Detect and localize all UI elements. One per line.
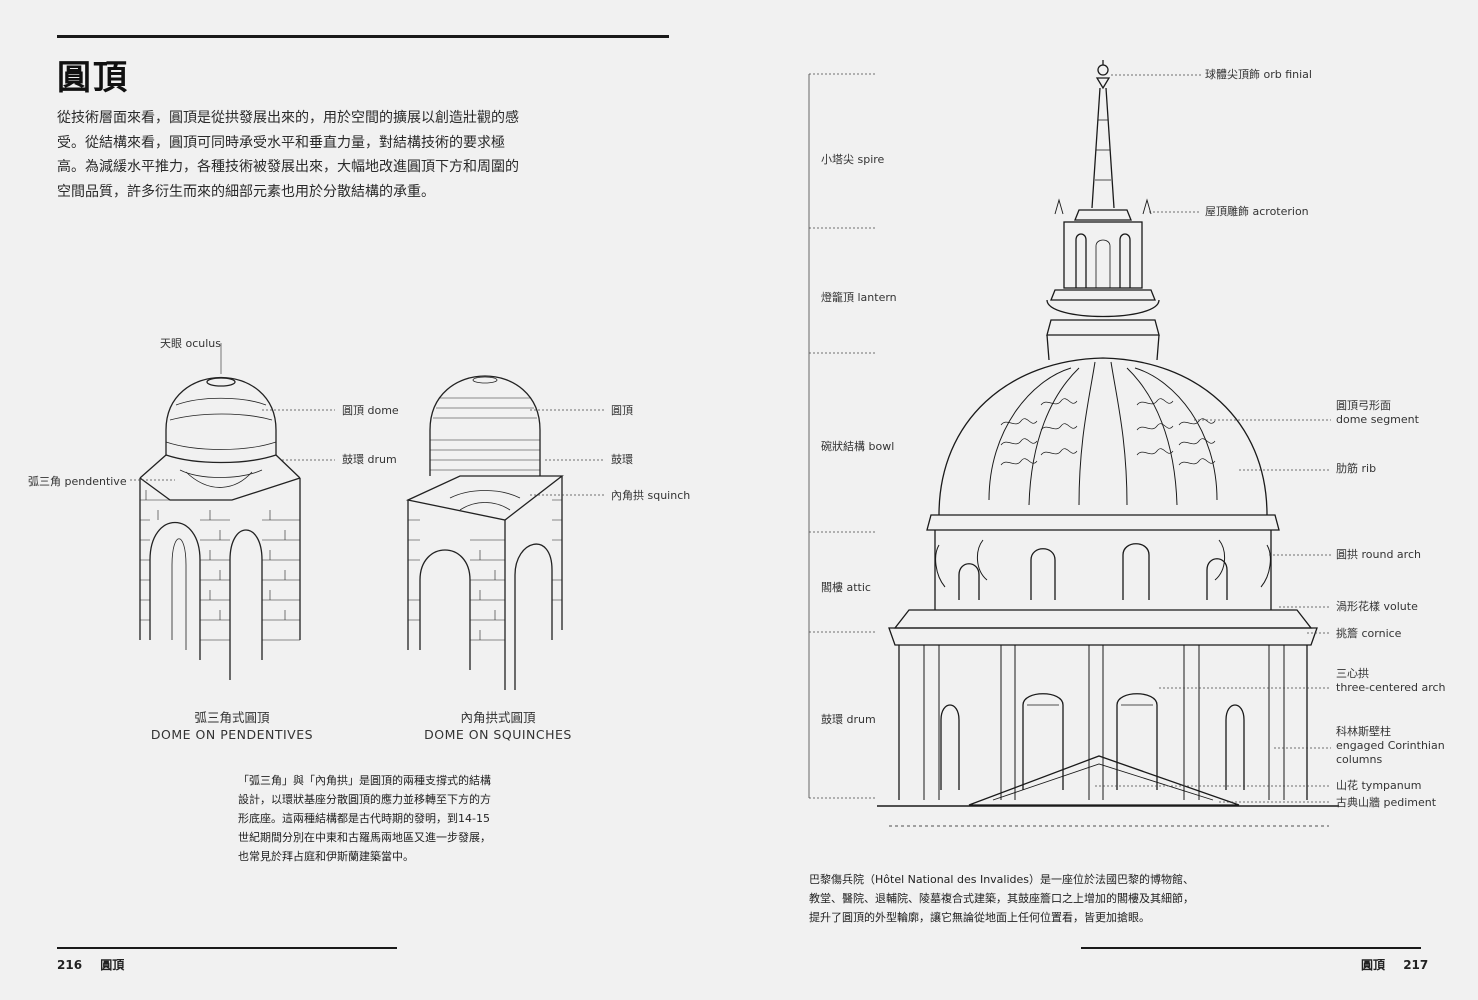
squinches-title-zh: 內角拱式圓頂	[460, 710, 536, 725]
dome-segment-en: dome segment	[1336, 413, 1419, 426]
acroterion-label: 屋頂雕飾 acroterion	[1205, 205, 1309, 218]
footer-left: 216 圓頂	[57, 956, 124, 973]
running-head-left: 圓頂	[100, 958, 125, 972]
intro-paragraph: 從技術層面來看，圓頂是從拱發展出來的，用於空間的擴展以創造壯觀的感受。從結構來看…	[57, 110, 519, 200]
page-number-left: 216	[57, 958, 83, 972]
round-arch-label: 圓拱 round arch	[1336, 548, 1421, 561]
three-centered-en: three-centered arch	[1336, 681, 1446, 694]
pendentive-label: 弧三角 pendentive	[28, 475, 127, 488]
dome-segment-zh: 圓頂弓形面	[1336, 399, 1391, 412]
segment-bowl-label: 碗狀結構 bowl	[821, 440, 895, 453]
squinch-dome-drawing	[405, 375, 564, 690]
corinthian-en2: columns	[1336, 753, 1383, 766]
page-title: 圓頂	[57, 58, 129, 98]
volute-label: 渦形花樣 volute	[1336, 600, 1418, 613]
squinch-dome-label: 圓頂	[611, 404, 633, 417]
dome-label: 圓頂 dome	[342, 404, 399, 417]
dome-segment-label: 圓頂弓形面 dome segment	[1336, 399, 1419, 427]
three-centered-zh: 三心拱	[1336, 667, 1369, 680]
pendentives-title-en: DOME ON PENDENTIVES	[150, 727, 314, 742]
segment-spire-label: 小塔尖 spire	[821, 153, 885, 166]
oculus-label: 天眼 oculus	[160, 337, 222, 350]
segment-lantern-label: 燈籠頂 lantern	[821, 291, 897, 304]
corinthian-en1: engaged Corinthian	[1336, 739, 1445, 752]
squinches-figure-title: 內角拱式圓頂 DOME ON SQUINCHES	[398, 709, 598, 743]
pendentives-title-zh: 弧三角式圓頂	[194, 710, 270, 725]
pendentive-dome-drawing	[139, 376, 301, 680]
rib-label: 肋筋 rib	[1336, 462, 1377, 475]
invalides-dome-illustration	[808, 60, 1339, 827]
page-number-right: 217	[1403, 958, 1429, 972]
footer-right: 圓頂 217	[1361, 956, 1428, 973]
segment-drum-label: 鼓環 drum	[821, 713, 876, 726]
bottom-rule-left	[57, 947, 397, 949]
pediment-label: 古典山牆 pediment	[1336, 796, 1437, 809]
dome-building	[877, 60, 1339, 827]
corinthian-columns-label: 科林斯壁柱 engaged Corinthian columns	[1336, 725, 1445, 767]
right-page: 小塔尖 spire 燈籠頂 lantern 碗狀結構 bowl 閣樓 attic…	[739, 0, 1478, 1000]
squinch-label: 內角拱 squinch	[611, 489, 691, 502]
top-rule	[57, 35, 669, 38]
segment-bracket	[808, 73, 876, 799]
three-centered-arch-label: 三心拱 three-centered arch	[1336, 667, 1446, 695]
corinthian-zh: 科林斯壁柱	[1336, 725, 1391, 738]
tympanum-label: 山花 tympanum	[1336, 779, 1422, 792]
squinches-title-en: DOME ON SQUINCHES	[424, 727, 572, 742]
squinch-drum-label: 鼓環	[611, 453, 633, 466]
pendentives-figure-title: 弧三角式圓頂 DOME ON PENDENTIVES	[132, 709, 332, 743]
running-head-right: 圓頂	[1361, 958, 1386, 972]
dome-structures-illustration	[130, 343, 605, 690]
orb-finial-label: 球體尖頂飾 orb finial	[1205, 68, 1312, 81]
left-page: 圓頂 從技術層面來看，圓頂是從拱發展出來的，用於空間的擴展以創造壯觀的感受。從結…	[28, 35, 691, 973]
invalides-caption: 巴黎傷兵院（Hôtel National des Invalides）是一座位於…	[809, 873, 1195, 924]
segment-attic-label: 閣樓 attic	[821, 581, 871, 594]
cornice-label: 挑簷 cornice	[1336, 627, 1402, 640]
structure-note: 「弧三角」與「內角拱」是圓頂的兩種支撐式的結構設計，以環狀基座分散圓頂的應力並移…	[238, 774, 491, 863]
drum-label: 鼓環 drum	[342, 453, 397, 466]
bottom-rule-right	[1081, 947, 1421, 949]
